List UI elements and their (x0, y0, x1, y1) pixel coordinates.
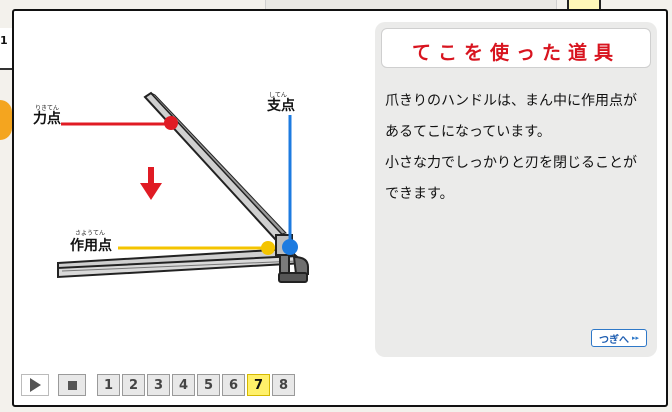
load-ruby: さようてん (75, 230, 106, 237)
fulcrum-label: 支点 (267, 98, 295, 114)
play-button[interactable] (21, 374, 49, 396)
explanation-line-4: できます。 (385, 186, 454, 202)
page-button-4[interactable]: 4 (172, 374, 195, 396)
background-orange-tab (0, 100, 12, 140)
fulcrum-ruby: してん (269, 92, 287, 99)
page-button-8[interactable]: 8 (272, 374, 295, 396)
explanation-text: 爪きりのハンドルは、まん中に作用点が あるてこになっています。 小さな力でしっか… (385, 86, 653, 210)
lesson-popup: りきてん 力点 してん 支点 さようてん 作用点 てこを使った道具 爪きりのハン… (12, 9, 668, 407)
effort-ruby: りきてん (35, 105, 60, 112)
page-button-7-current[interactable]: 7 (247, 374, 270, 396)
play-icon (29, 378, 41, 392)
next-arrow-icon: ▸▸ (631, 334, 640, 342)
next-button-label: つぎへ (598, 334, 629, 346)
nail-clipper-diagram: りきてん 力点 してん 支点 さようてん 作用点 (14, 11, 374, 356)
page-title: てこを使った道具 (411, 41, 620, 64)
page-button-2[interactable]: 2 (122, 374, 145, 396)
page-button-6[interactable]: 6 (222, 374, 245, 396)
title-box: てこを使った道具 (381, 28, 651, 68)
explanation-panel: てこを使った道具 爪きりのハンドルは、まん中に作用点が あるてこになっています。… (375, 22, 657, 357)
nail-clipper-illustration (57, 91, 309, 283)
load-label: 作用点 (70, 238, 112, 254)
force-arrow-icon (140, 167, 162, 200)
background-tab-number: 1 (0, 34, 8, 47)
page-button-3[interactable]: 3 (147, 374, 170, 396)
effort-label: 力点 (33, 111, 61, 127)
fulcrum-point-dot (282, 239, 298, 255)
explanation-line-3: 小さな力でしっかりと刃を閉じることが (385, 155, 637, 171)
stop-button[interactable] (58, 374, 86, 396)
playback-controls: 1 2 3 4 5 6 7 8 (14, 363, 666, 405)
stop-icon (67, 380, 77, 390)
page-button-5[interactable]: 5 (197, 374, 220, 396)
load-point-dot (261, 241, 275, 255)
clipper-upper-jaw (57, 247, 299, 270)
page-button-1[interactable]: 1 (97, 374, 120, 396)
explanation-line-2: あるてこになっています。 (385, 124, 551, 140)
effort-point-dot (164, 116, 178, 130)
clipper-handle (143, 91, 287, 242)
explanation-line-1: 爪きりのハンドルは、まん中に作用点が (385, 93, 637, 109)
background-left-tab: 1 (0, 28, 14, 70)
next-button[interactable]: つぎへ ▸▸ (591, 329, 647, 347)
